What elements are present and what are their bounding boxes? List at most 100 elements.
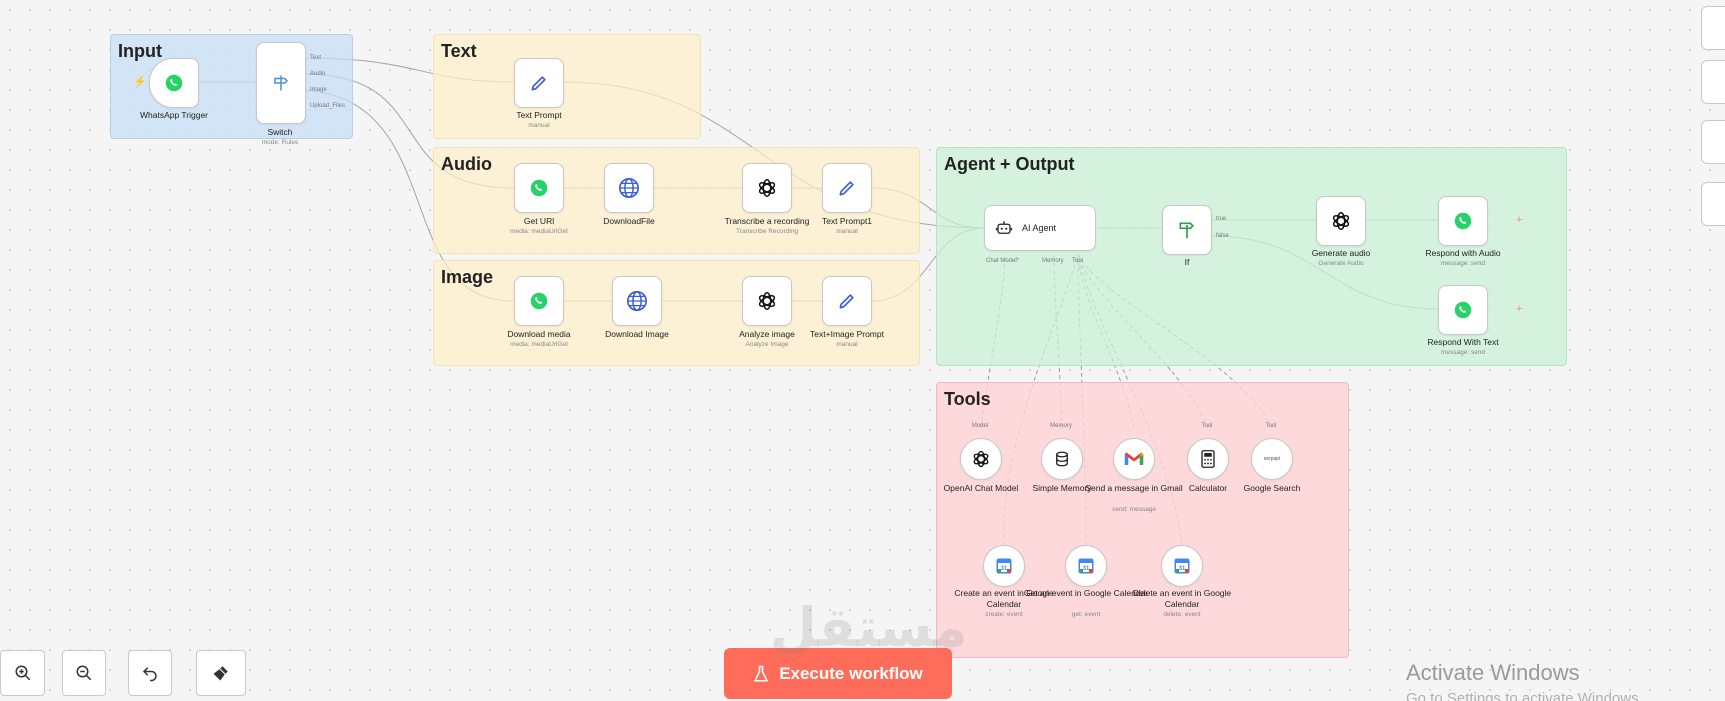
signpost-icon (1179, 222, 1195, 239)
execute-workflow-button[interactable]: Execute workflow (724, 648, 952, 699)
group-title-audio: Audio (441, 154, 492, 174)
node-transcribe[interactable] (742, 163, 792, 213)
label-transcribe: Transcribe a recording (724, 216, 810, 226)
zoom-in-icon (15, 665, 30, 681)
label-text-image-prompt: Text+Image Prompt (810, 329, 884, 339)
globe-icon (627, 291, 647, 311)
group-title-agent: Agent + Output (944, 154, 1075, 174)
node-simple-memory[interactable] (1041, 438, 1083, 480)
node-respond-text[interactable] (1438, 285, 1488, 335)
group-tools[interactable]: Tools (936, 382, 1349, 658)
group-text[interactable]: Text (433, 34, 701, 139)
node-get-url[interactable] (514, 163, 564, 213)
pen-icon (839, 294, 854, 309)
sub-generate-audio: Generate Audio (1318, 260, 1364, 267)
side-add-button[interactable] (1701, 6, 1725, 50)
activate-windows-sub: Go to Settings to activate Windows. (1406, 690, 1643, 701)
whatsapp-icon (530, 179, 548, 197)
port-tool-search: Tool (1265, 423, 1277, 429)
google-calendar-icon: 31 (996, 558, 1012, 574)
google-calendar-icon: 31 (1174, 558, 1190, 574)
group-title-input: Input (118, 41, 162, 61)
node-text-prompt[interactable] (514, 58, 564, 108)
label-simple-memory: Simple Memory (1032, 483, 1092, 493)
undo-button[interactable] (128, 650, 172, 696)
switch-output-text: Text (310, 55, 322, 61)
node-text-prompt1[interactable] (822, 163, 872, 213)
node-ai-agent[interactable]: AI Agent (984, 205, 1096, 251)
sub-text-image-prompt: manual (836, 341, 858, 348)
node-download-file[interactable] (604, 163, 654, 213)
whatsapp-icon (1454, 301, 1472, 319)
serpapi-logo: serpapi (1263, 456, 1281, 462)
sub-delete-event: delete: event (1163, 611, 1201, 618)
openai-icon (973, 450, 989, 468)
watermark: مستقل (770, 596, 968, 659)
node-openai-chat-model[interactable] (960, 438, 1002, 480)
whatsapp-icon (165, 74, 183, 92)
group-agent-output[interactable]: Agent + Output (936, 147, 1567, 366)
node-if[interactable] (1162, 205, 1212, 255)
label-analyze-image: Analyze image (739, 329, 795, 339)
signpost-icon (274, 75, 289, 91)
openai-icon (758, 179, 776, 197)
group-title-text: Text (441, 41, 477, 61)
undo-icon (142, 667, 157, 682)
sub-get-url: media: mediaUrlGet (510, 228, 568, 235)
node-gmail[interactable] (1113, 438, 1155, 480)
node-switch[interactable] (256, 42, 306, 124)
label-delete-event: Delete an event in Google Calendar (1132, 588, 1232, 609)
node-generate-audio[interactable] (1316, 196, 1366, 246)
node-analyze-image[interactable] (742, 276, 792, 326)
zoom-out-button[interactable] (62, 650, 106, 696)
tidy-up-button[interactable] (196, 650, 246, 696)
sub-text-prompt1: manual (836, 228, 858, 235)
agent-port-tool: Tool (1072, 258, 1084, 264)
execute-workflow-label: Execute workflow (779, 663, 923, 683)
google-calendar-icon: 31 (1078, 558, 1094, 574)
robot-icon (995, 221, 1013, 234)
label-respond-audio: Respond with Audio (1425, 248, 1501, 258)
label-text-prompt1: Text Prompt1 (821, 216, 873, 226)
sub-get-event: get: event (1071, 611, 1101, 618)
label-openai-chat-model: OpenAI Chat Model (943, 483, 1019, 493)
label-switch: Switch (267, 127, 293, 137)
node-whatsapp-trigger[interactable] (149, 58, 199, 108)
node-download-image[interactable] (612, 276, 662, 326)
label-download-file: DownloadFile (603, 216, 655, 226)
node-download-media[interactable] (514, 276, 564, 326)
node-calculator[interactable] (1187, 438, 1229, 480)
svg-text:31: 31 (1001, 566, 1008, 572)
svg-text:31: 31 (1083, 566, 1090, 572)
group-title-image: Image (441, 267, 494, 287)
port-model: Model (971, 423, 989, 429)
node-google-search[interactable]: serpapi (1251, 438, 1293, 480)
node-respond-audio[interactable] (1438, 196, 1488, 246)
agent-port-memory: Memory (1042, 258, 1064, 264)
add-after-audio-icon[interactable]: + (1516, 214, 1523, 226)
svg-text:31: 31 (1179, 566, 1186, 572)
side-search-button[interactable] (1701, 60, 1725, 104)
zoom-in-button[interactable] (0, 650, 45, 696)
globe-icon (619, 178, 639, 198)
sub-respond-text: message: send (1440, 349, 1486, 356)
label-text-prompt: Text Prompt (516, 110, 562, 120)
side-sticky-button[interactable] (1701, 182, 1725, 226)
node-create-event[interactable]: 31 (983, 545, 1025, 587)
sub-text-prompt: manual (528, 122, 550, 129)
switch-output-image: Image (310, 87, 327, 93)
label-whatsapp-trigger: WhatsApp Trigger (139, 110, 209, 120)
node-text-image-prompt[interactable] (822, 276, 872, 326)
add-after-text-icon[interactable]: + (1516, 303, 1523, 315)
label-get-event: Get an event in Google Calendar (1023, 588, 1149, 598)
database-icon (1056, 451, 1068, 467)
agent-port-chat-model: Chat Model* (986, 258, 1020, 264)
activate-windows-title: Activate Windows (1406, 660, 1580, 685)
node-get-event[interactable]: 31 (1065, 545, 1107, 587)
node-delete-event[interactable]: 31 (1161, 545, 1203, 587)
label-gmail: Send a message in Gmail (1085, 483, 1183, 493)
sub-analyze-image: Analyze Image (745, 341, 789, 348)
port-tool-calculator: Tool (1201, 423, 1213, 429)
openai-icon (758, 292, 776, 310)
side-panel-button[interactable] (1701, 120, 1725, 164)
